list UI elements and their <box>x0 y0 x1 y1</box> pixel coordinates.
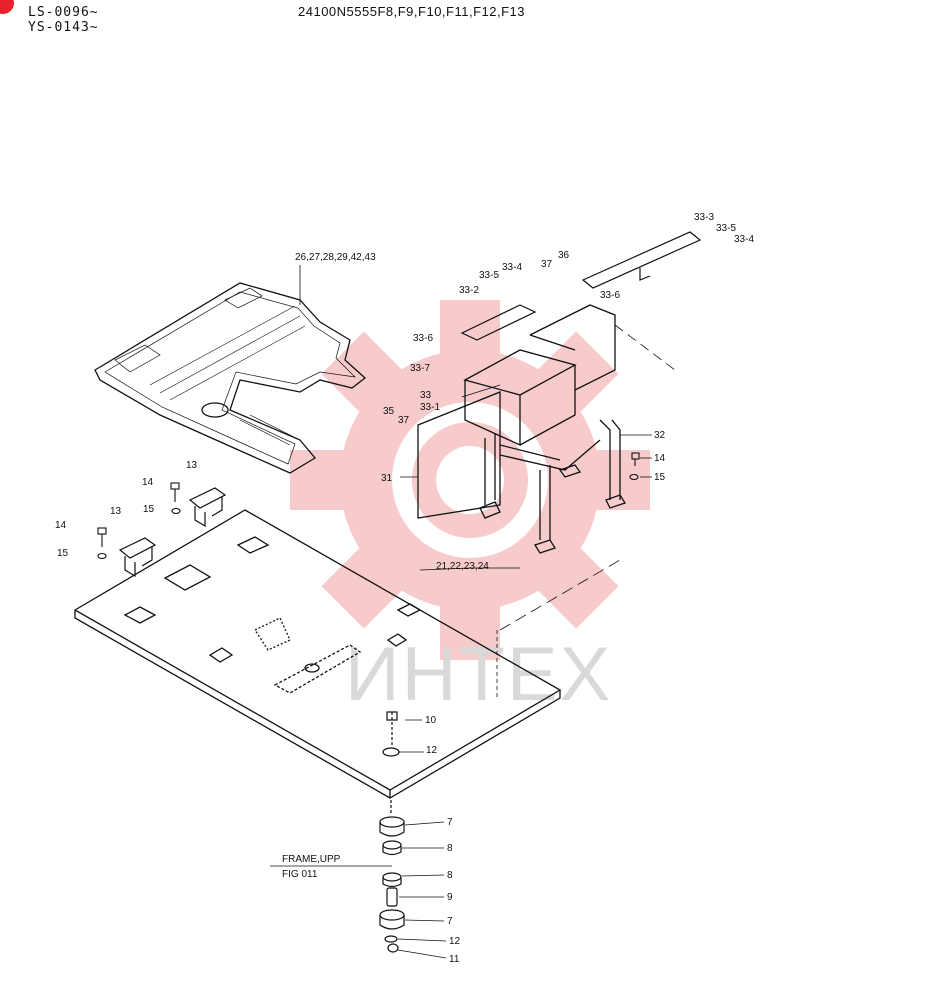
callout-33-6-right: 33-6 <box>600 290 620 301</box>
callout-7-b: 7 <box>447 916 453 927</box>
callout-15-b: 15 <box>57 548 69 559</box>
bolts-14-15 <box>97 452 640 560</box>
callout-13-b: 13 <box>110 506 122 517</box>
callout-14-b: 14 <box>55 520 67 531</box>
callout-15-a: 15 <box>143 504 155 515</box>
callout-33-4-right: 33-4 <box>734 234 754 245</box>
brand-badge <box>0 0 14 14</box>
floor-plate <box>73 509 562 799</box>
callout-33-3: 33-3 <box>694 212 714 223</box>
part-number: 24100N5555F8,F9,F10,F11,F12,F13 <box>298 4 525 19</box>
leader-lines <box>270 265 676 959</box>
callout-8-b: 8 <box>447 870 453 881</box>
callout-33-2: 33-2 <box>459 285 479 296</box>
callout-12-a: 12 <box>426 745 438 756</box>
callout-14-a: 14 <box>142 477 154 488</box>
callout-15-right: 15 <box>654 472 666 483</box>
callout-12-b: 12 <box>449 936 461 947</box>
callouts: 26,27,28,29,42,43 33-3 33-5 33-4 36 37 3… <box>55 212 754 965</box>
callout-8-a: 8 <box>447 843 453 854</box>
serial-line-1: LS-0096~ <box>28 5 99 20</box>
tool-box-stand-32 <box>479 419 626 554</box>
watermark-text: ИНТЕХ <box>345 632 612 717</box>
callout-35: 35 <box>383 406 395 417</box>
mount-stack <box>379 711 405 953</box>
tool-box-33 <box>417 304 616 519</box>
callout-10: 10 <box>425 715 437 726</box>
callout-26-43: 26,27,28,29,42,43 <box>295 252 376 263</box>
callout-31: 31 <box>381 473 393 484</box>
callout-32: 32 <box>654 430 666 441</box>
covers-33 <box>460 231 702 341</box>
figure-reference: FIG 011 <box>282 869 318 880</box>
serial-line-2: YS-0143~ <box>28 20 99 35</box>
callout-33-7: 33-7 <box>410 363 430 374</box>
callout-33-4: 33-4 <box>502 262 522 273</box>
callout-14-right: 14 <box>654 453 666 464</box>
frame-reference: FRAME,UPP <box>282 854 341 865</box>
watermark-gear <box>290 300 650 660</box>
callout-33-6: 33-6 <box>413 333 433 344</box>
callout-9: 9 <box>447 892 453 903</box>
serial-range: LS-0096~ YS-0143~ <box>28 5 99 35</box>
callout-13-a: 13 <box>186 460 198 471</box>
callout-37-top: 37 <box>541 259 553 270</box>
callout-11: 11 <box>449 954 460 965</box>
callout-37: 37 <box>398 415 410 426</box>
bracket-13 <box>118 487 227 578</box>
callout-33-5: 33-5 <box>479 270 499 281</box>
callout-36-top: 36 <box>558 250 570 261</box>
callout-33-5-right: 33-5 <box>716 223 736 234</box>
callout-7-a: 7 <box>447 817 453 828</box>
callout-33: 33 <box>420 390 432 401</box>
floor-mat <box>94 282 367 474</box>
callout-33-1: 33-1 <box>420 402 440 413</box>
callout-21-24: 21,22,23,24 <box>436 561 489 572</box>
